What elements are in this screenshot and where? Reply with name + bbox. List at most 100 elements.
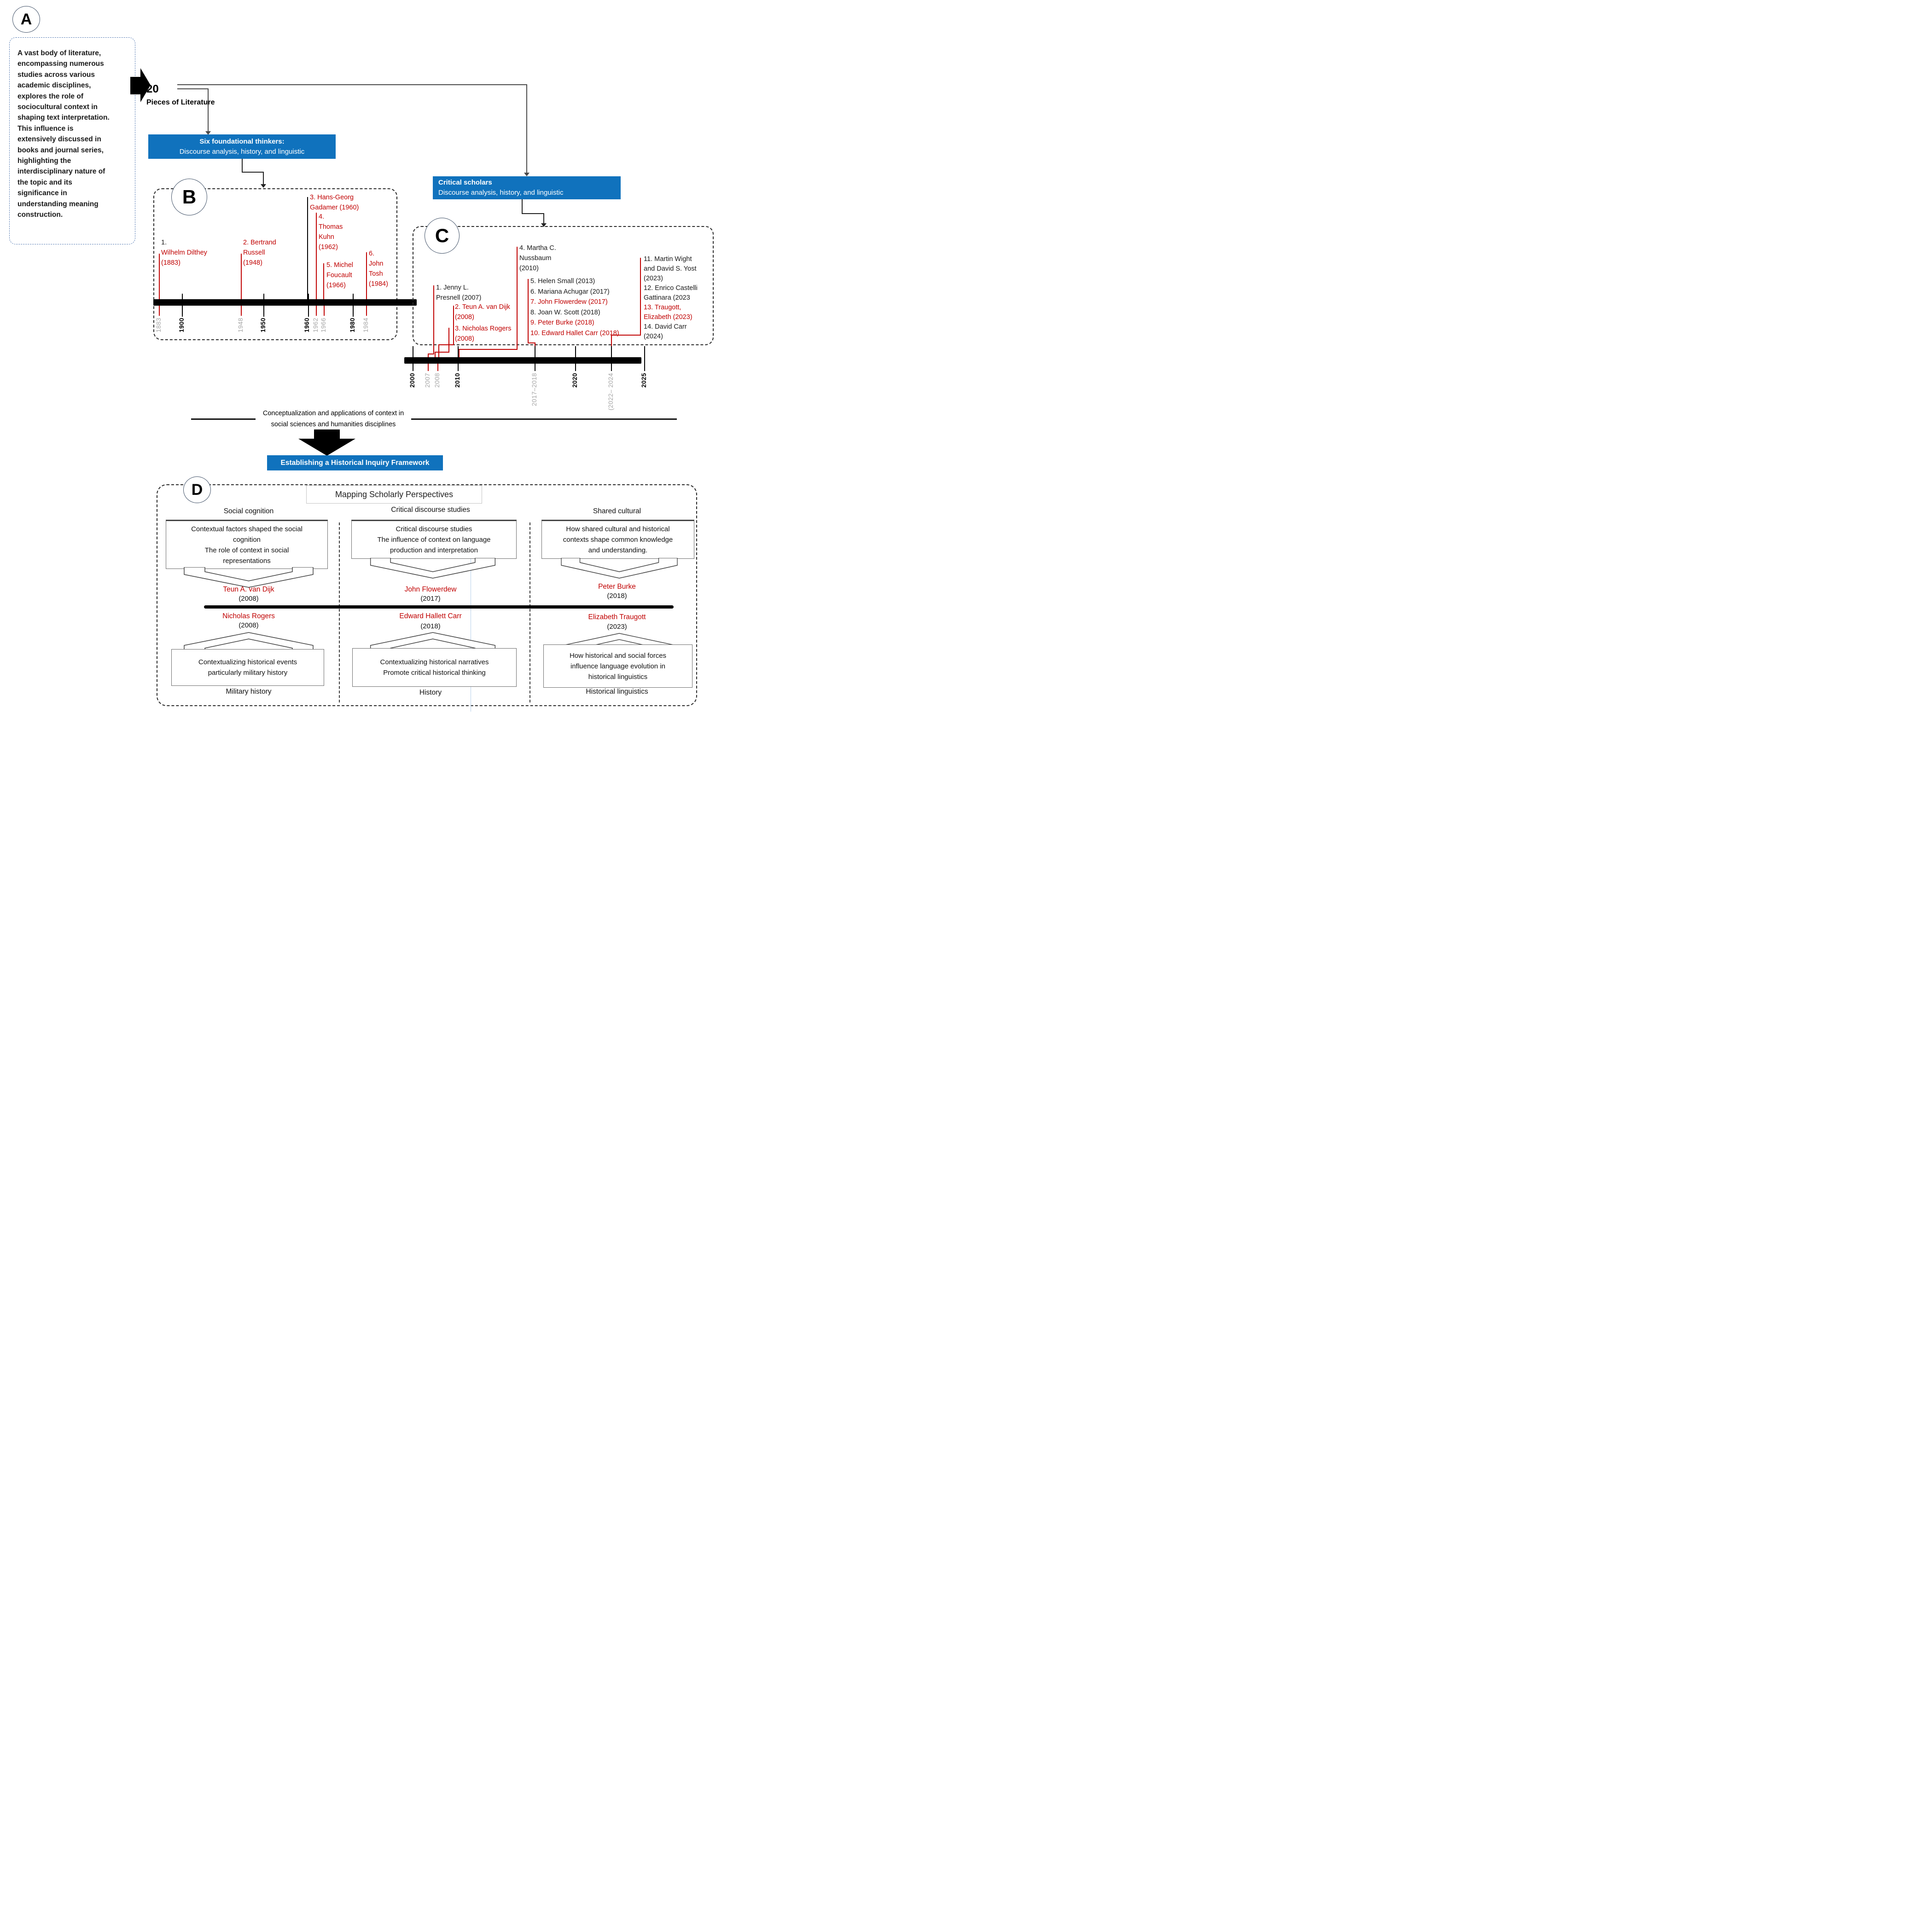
list-item: 5. Helen Small (2013) bbox=[530, 278, 595, 285]
list-item: 11. Martin Wight bbox=[644, 255, 692, 263]
list-item: 8. Joan W. Scott (2018) bbox=[530, 308, 600, 316]
axis-c-2008: 2008 bbox=[434, 373, 441, 388]
axis-c-2000: 2000 bbox=[409, 373, 416, 388]
box-d bbox=[157, 484, 697, 706]
connector-to-scholars-arrow-icon bbox=[524, 173, 530, 176]
bridge-line-right bbox=[411, 418, 677, 420]
thinker-gadamer: 3. Hans-Georg Gadamer (1960) bbox=[310, 194, 359, 211]
thinker-foucault: 5. Michel Foucault (1966) bbox=[326, 261, 354, 289]
year-above-social: (2008) bbox=[239, 595, 259, 603]
connector-to-thinkers-v bbox=[208, 88, 209, 131]
bottom-box-social: Contextualizing historical events partic… bbox=[171, 649, 324, 686]
year-above-discourse: (2017) bbox=[420, 595, 441, 603]
axis-b-1962: 1962 bbox=[312, 318, 319, 333]
bottom-box-cultural: How historical and social forces influen… bbox=[543, 644, 692, 688]
banner-thinkers-connector-v2 bbox=[263, 172, 264, 185]
marker-gadamer bbox=[307, 197, 308, 299]
connector-midgroup-h bbox=[528, 342, 535, 343]
axis-c-2017-2018: 2017–2018 bbox=[531, 373, 538, 406]
thinker-dilthey-name: Wilhelm Dilthey (1883) bbox=[161, 249, 207, 267]
top-box-cultural: How shared cultural and historical conte… bbox=[541, 520, 694, 559]
connector-vandijk-h bbox=[438, 344, 454, 345]
axis-b-1960: 1960 bbox=[303, 318, 310, 333]
list-item: Elizabeth (2023) bbox=[644, 313, 692, 321]
tick-c-2025 bbox=[644, 346, 645, 371]
connector-presnell bbox=[433, 285, 434, 354]
connector-rightgroup-h bbox=[611, 335, 641, 336]
scholar-below-social: Nicholas Rogers bbox=[222, 612, 275, 620]
banner-framework: Establishing a Historical Inquiry Framew… bbox=[267, 455, 443, 470]
badge-c-letter: C bbox=[435, 225, 449, 246]
scholar-nussbaum: 4. Martha C. Nussbaum (2010) bbox=[519, 244, 556, 272]
box-b bbox=[153, 188, 397, 340]
marker-dilthey bbox=[159, 254, 160, 299]
marker-kuhn bbox=[316, 213, 317, 299]
year-below-social: (2008) bbox=[239, 621, 259, 629]
scholar-below-discourse: Edward Hallett Carr bbox=[399, 612, 462, 620]
connector-presnell-v2 bbox=[428, 354, 429, 358]
banner-framework-title: Establishing a Historical Inquiry Framew… bbox=[280, 458, 430, 467]
banner-scholars-arrow-icon bbox=[541, 223, 547, 227]
axis-b-1900: 1900 bbox=[178, 318, 185, 333]
thinker-dilthey-num: 1. bbox=[161, 239, 167, 246]
connector-to-thinkers-arrow-icon bbox=[205, 131, 211, 135]
banner-six-thinkers: Six foundational thinkers: Discourse ana… bbox=[148, 134, 336, 159]
badge-c: C bbox=[425, 218, 460, 254]
list-item: 14. David Carr bbox=[644, 323, 687, 331]
tick-b-1962 bbox=[316, 306, 317, 316]
top-box-discourse: Critical discourse studies The influence… bbox=[351, 520, 517, 559]
axis-b-1948: 1948 bbox=[237, 318, 244, 333]
list-item: Gattinara (2023 bbox=[644, 294, 690, 302]
thinker-tosh: 6. John Tosh (1984) bbox=[369, 250, 388, 288]
banner-thinkers-connector-h bbox=[242, 172, 264, 173]
banner-six-thinkers-title: Six foundational thinkers: bbox=[199, 137, 285, 145]
connector-nussbaum-h bbox=[459, 349, 518, 350]
thinker-dilthey: 1. Wilhelm Dilthey (1883) bbox=[161, 238, 226, 268]
framework-timeline-bar bbox=[204, 605, 674, 609]
axis-b-1966: 1966 bbox=[320, 318, 327, 333]
thinker-kuhn: 4. Thomas Kuhn (1962) bbox=[319, 213, 343, 251]
year-below-cultural: (2023) bbox=[607, 623, 627, 631]
marker-tosh bbox=[366, 252, 367, 299]
framework-title-box: Mapping Scholarly Perspectives bbox=[306, 485, 482, 504]
axis-b-1883: 1883 bbox=[155, 318, 162, 333]
bridge-line-left bbox=[191, 418, 256, 420]
column-header-critical-discourse: Critical discourse studies bbox=[391, 506, 470, 514]
banner-scholars-connector-h bbox=[522, 213, 544, 214]
scholar-list-mid: 5. Helen Small (2013) 6. Mariana Achugar… bbox=[530, 276, 619, 338]
box-a bbox=[9, 37, 135, 244]
list-item: 10. Edward Hallet Carr (2018) bbox=[530, 329, 619, 337]
axis-c-2025: 2025 bbox=[640, 373, 647, 388]
connector-nussbaum bbox=[517, 247, 518, 349]
banner-critical-scholars-title: Critical scholars bbox=[438, 179, 492, 187]
axis-c-2020: 2020 bbox=[571, 373, 578, 388]
list-item: 9. Peter Burke (2018) bbox=[530, 319, 594, 326]
scholar-above-cultural: Peter Burke bbox=[598, 583, 636, 591]
footer-military-history: Military history bbox=[226, 688, 272, 696]
column-separator-1 bbox=[339, 522, 340, 702]
banner-thinkers-arrow-icon bbox=[261, 184, 266, 188]
box-c bbox=[413, 226, 714, 345]
scholar-rogers: 3. Nicholas Rogers (2008) bbox=[455, 325, 512, 342]
connector-vandijk bbox=[453, 306, 454, 344]
box-a-paragraph: A vast body of literature, encompassing … bbox=[17, 49, 110, 219]
year-below-discourse: (2018) bbox=[420, 622, 441, 630]
banner-scholars-connector-v2 bbox=[543, 213, 544, 224]
marker-foucault bbox=[323, 263, 324, 299]
marker-russell bbox=[241, 254, 242, 299]
badge-d-letter: D bbox=[191, 481, 203, 499]
footer-history: History bbox=[419, 689, 442, 696]
axis-c-2010: 2010 bbox=[454, 373, 461, 388]
column-header-shared-cultural: Shared cultural bbox=[593, 507, 641, 515]
scholar-presnell: 1. Jenny L. Presnell (2007) bbox=[436, 284, 482, 302]
list-item: and David S. Yost bbox=[644, 265, 697, 273]
list-item: (2024) bbox=[644, 333, 663, 340]
scholar-above-social: Teun A. van Dijk bbox=[223, 586, 274, 593]
big-down-arrow-head-icon bbox=[298, 439, 355, 456]
axis-b-1980: 1980 bbox=[349, 318, 356, 333]
literature-label: Pieces of Literature bbox=[146, 99, 215, 106]
tick-b-1948 bbox=[241, 306, 242, 316]
framework-title: Mapping Scholarly Perspectives bbox=[335, 489, 454, 499]
list-item: 13. Traugott, bbox=[644, 304, 681, 311]
column-header-social-cognition: Social cognition bbox=[223, 507, 274, 515]
